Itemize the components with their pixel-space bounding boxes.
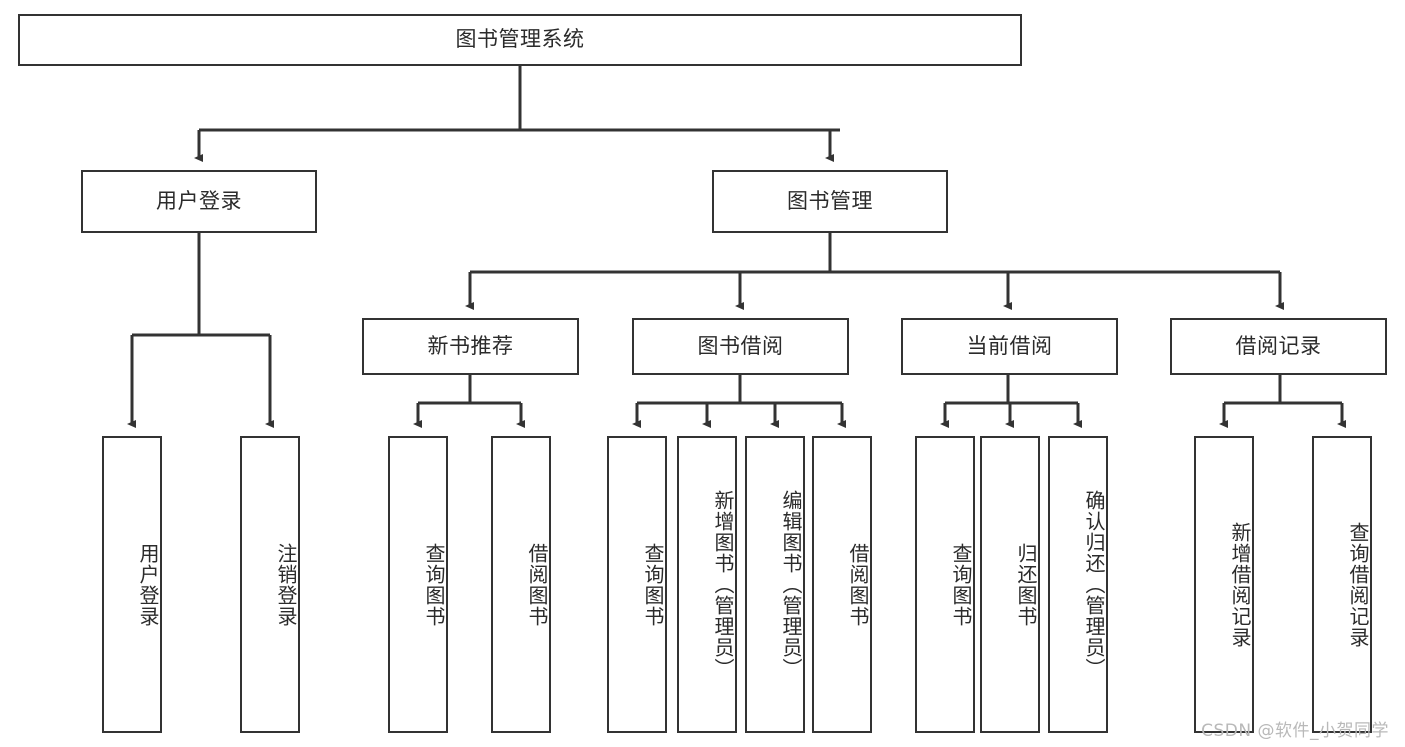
watermark: CSDN @软件_小贺同学 [1201, 721, 1389, 741]
node-leaf-query-book-3[interactable]: 查询图书 [915, 436, 975, 733]
node-leaf-borrow-book-1[interactable]: 借阅图书 [491, 436, 551, 733]
node-leaf-edit-book-label: 编辑图书（管理员） [779, 490, 803, 679]
node-current-borrow[interactable]: 当前借阅 [901, 318, 1118, 375]
node-book-borrow-label: 图书借阅 [697, 333, 784, 358]
node-borrow-record[interactable]: 借阅记录 [1170, 318, 1387, 375]
node-leaf-query-record-label: 查询借阅记录 [1346, 521, 1370, 648]
node-new-book-recommend-label: 新书推荐 [427, 333, 514, 358]
node-leaf-logout-label: 注销登录 [274, 542, 298, 627]
node-leaf-confirm-return-label: 确认归还（管理员） [1082, 490, 1106, 679]
node-leaf-query-book-2-label: 查询图书 [641, 542, 665, 627]
node-book-borrow[interactable]: 图书借阅 [632, 318, 849, 375]
node-leaf-borrow-book-2[interactable]: 借阅图书 [812, 436, 872, 733]
node-leaf-user-login-label: 用户登录 [136, 542, 160, 627]
node-book-manage[interactable]: 图书管理 [712, 170, 948, 233]
node-root[interactable]: 图书管理系统 [18, 14, 1022, 66]
node-leaf-logout[interactable]: 注销登录 [240, 436, 300, 733]
node-leaf-add-record-label: 新增借阅记录 [1228, 521, 1252, 648]
node-leaf-add-record[interactable]: 新增借阅记录 [1194, 436, 1254, 733]
node-leaf-query-book-3-label: 查询图书 [949, 542, 973, 627]
node-leaf-return-book[interactable]: 归还图书 [980, 436, 1040, 733]
node-current-borrow-label: 当前借阅 [966, 333, 1053, 358]
node-leaf-borrow-book-2-label: 借阅图书 [846, 542, 870, 627]
node-book-manage-label: 图书管理 [787, 188, 873, 213]
node-leaf-edit-book[interactable]: 编辑图书（管理员） [745, 436, 805, 733]
node-leaf-query-book-2[interactable]: 查询图书 [607, 436, 667, 733]
node-leaf-borrow-book-1-label: 借阅图书 [525, 542, 549, 627]
node-root-label: 图书管理系统 [455, 27, 585, 52]
node-borrow-record-label: 借阅记录 [1235, 333, 1322, 358]
node-leaf-confirm-return[interactable]: 确认归还（管理员） [1048, 436, 1108, 733]
node-leaf-user-login[interactable]: 用户登录 [102, 436, 162, 733]
node-user-login-label: 用户登录 [156, 188, 242, 213]
node-new-book-recommend[interactable]: 新书推荐 [362, 318, 579, 375]
node-leaf-query-book-1[interactable]: 查询图书 [388, 436, 448, 733]
node-leaf-query-record[interactable]: 查询借阅记录 [1312, 436, 1372, 733]
node-leaf-add-book[interactable]: 新增图书（管理员） [677, 436, 737, 733]
node-leaf-return-book-label: 归还图书 [1014, 542, 1038, 627]
node-leaf-add-book-label: 新增图书（管理员） [711, 490, 735, 679]
node-user-login[interactable]: 用户登录 [81, 170, 317, 233]
node-leaf-query-book-1-label: 查询图书 [422, 542, 446, 627]
